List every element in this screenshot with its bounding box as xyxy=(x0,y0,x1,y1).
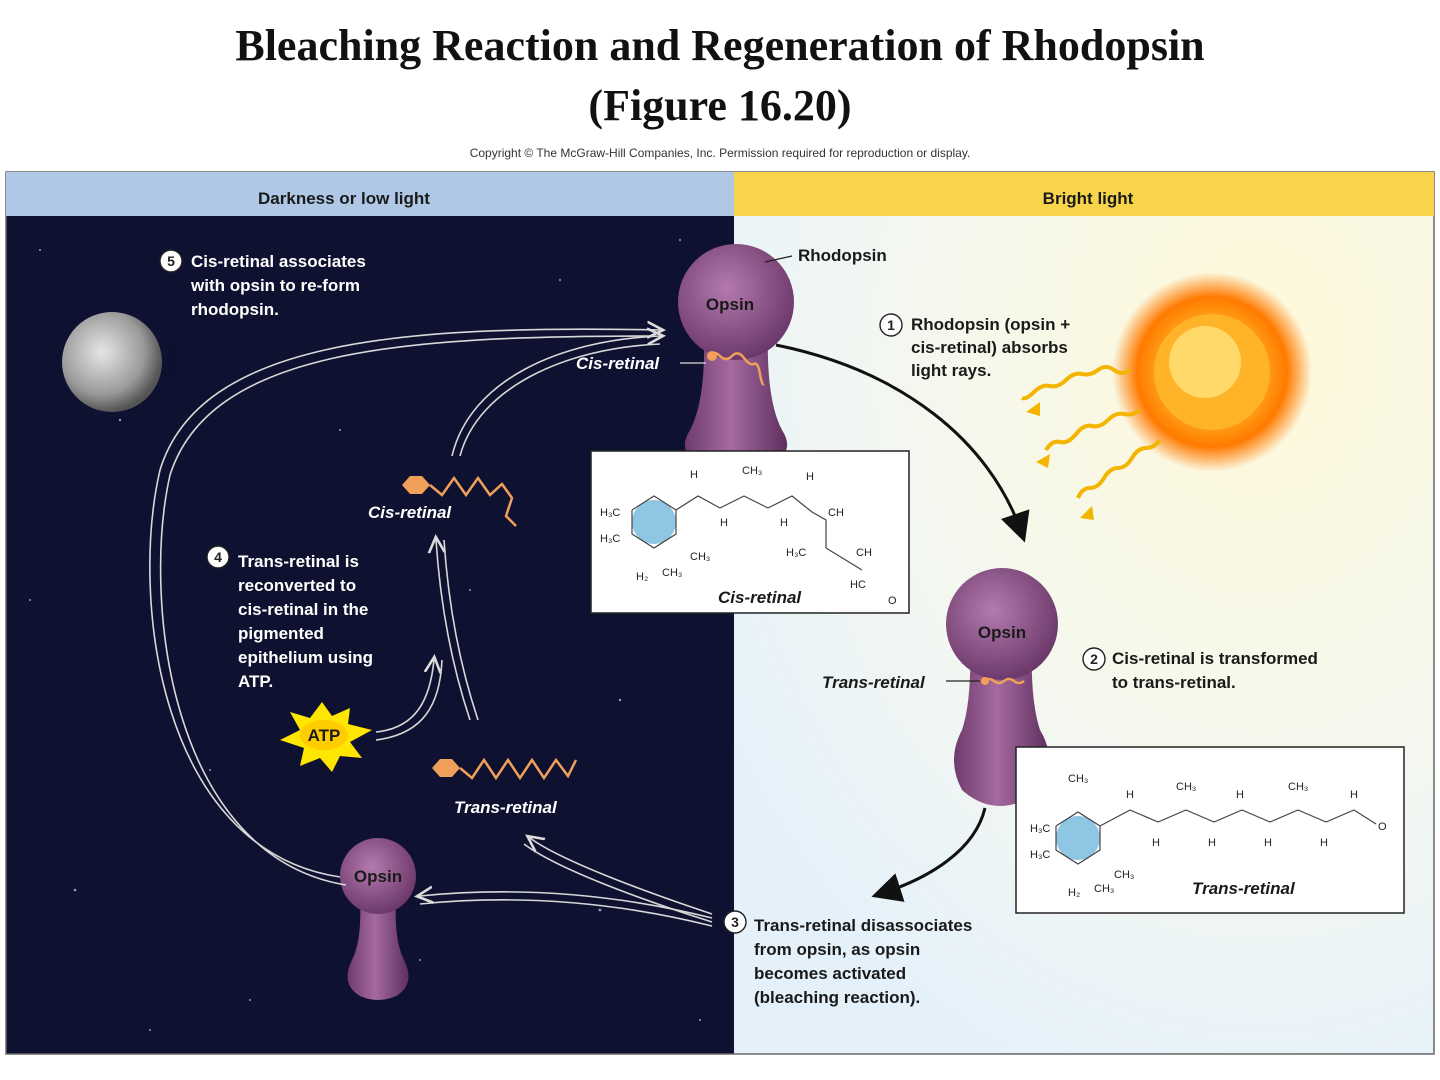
svg-text:H₃C: H₃C xyxy=(600,507,620,519)
step-3-line-1: Trans-retinal disassociates xyxy=(754,916,972,935)
opsin-label-middle: Opsin xyxy=(978,623,1026,642)
svg-text:H₃C: H₃C xyxy=(600,533,620,545)
cis-retinal-structure-box: H CH₃ H H₃C H₃C H H CH H₃C CH CH₃ CH₃ H₂… xyxy=(590,450,910,614)
svg-text:H: H xyxy=(1236,789,1244,801)
step-4: 4 Trans-retinal is reconverted to cis-re… xyxy=(206,545,373,691)
trans-retinal-label-dark: Trans-retinal xyxy=(454,798,558,817)
step-4-number: 4 xyxy=(214,549,222,565)
svg-text:H: H xyxy=(1208,837,1216,849)
svg-text:CH: CH xyxy=(828,507,844,519)
dark-header: Darkness or low light xyxy=(258,189,430,208)
step-2-line-2: to trans-retinal. xyxy=(1112,673,1236,692)
step-4-line-4: pigmented xyxy=(238,624,324,643)
svg-text:H: H xyxy=(1126,789,1134,801)
svg-text:HC: HC xyxy=(850,579,866,591)
svg-text:CH₃: CH₃ xyxy=(1068,773,1088,785)
svg-text:H₃C: H₃C xyxy=(1030,823,1050,835)
figure-number: (Figure 16.20) xyxy=(588,81,852,130)
step-3: 3 Trans-retinal disassociates from opsin… xyxy=(723,910,972,1007)
svg-text:H₂: H₂ xyxy=(636,571,648,583)
atp-burst: ATP xyxy=(280,702,372,772)
svg-text:H₂: H₂ xyxy=(1068,887,1080,899)
step-annotations: 1 Rhodopsin (opsin + cis-retinal) absorb… xyxy=(159,249,1318,1007)
svg-text:H: H xyxy=(720,517,728,529)
dark-header-bar xyxy=(6,172,734,216)
svg-text:H: H xyxy=(1320,837,1328,849)
step-3-number: 3 xyxy=(731,914,739,930)
svg-text:CH₃: CH₃ xyxy=(742,465,762,477)
rhodopsin-label: Rhodopsin xyxy=(798,246,887,265)
step-2-line-1: Cis-retinal is transformed xyxy=(1112,649,1318,668)
step-4-line-2: reconverted to xyxy=(238,576,356,595)
svg-text:H: H xyxy=(806,471,814,483)
svg-text:CH₃: CH₃ xyxy=(1114,869,1134,881)
step-4-line-5: epithelium using xyxy=(238,648,373,667)
atp-label: ATP xyxy=(308,726,341,745)
light-rays xyxy=(1021,365,1162,499)
svg-text:H₃C: H₃C xyxy=(1030,849,1050,861)
cis-retinal-molecule xyxy=(402,475,517,527)
cis-retinal-label-top: Cis-retinal xyxy=(576,354,660,373)
trans-retinal-molecule xyxy=(432,757,578,781)
cis-retinal-structure-label: Cis-retinal xyxy=(718,588,802,607)
step-1-number: 1 xyxy=(887,317,895,333)
step-5-number: 5 xyxy=(167,253,175,269)
svg-text:H: H xyxy=(690,469,698,481)
trans-retinal-structure-label: Trans-retinal xyxy=(1192,879,1296,898)
free-opsin: Opsin xyxy=(340,838,416,1000)
step-1-line-1: Rhodopsin (opsin + xyxy=(911,315,1070,334)
step-2: 2 Cis-retinal is transformed to trans-re… xyxy=(1082,647,1318,692)
stars xyxy=(29,239,701,1031)
opsin-label: Opsin xyxy=(706,295,754,314)
step-1-line-2: cis-retinal) absorbs xyxy=(911,338,1068,357)
arrow-step-3 xyxy=(871,807,987,902)
step-3-line-2: from opsin, as opsin xyxy=(754,940,920,959)
title: Bleaching Reaction and Regeneration of R… xyxy=(235,21,1205,70)
copyright-notice: Copyright © The McGraw-Hill Companies, I… xyxy=(469,146,971,160)
svg-text:CH₃: CH₃ xyxy=(662,567,682,579)
svg-text:O: O xyxy=(1378,821,1387,833)
svg-text:H: H xyxy=(1264,837,1272,849)
svg-text:O: O xyxy=(888,595,897,607)
step-3-line-3: becomes activated xyxy=(754,964,906,983)
svg-text:H: H xyxy=(1152,837,1160,849)
trans-retinal-label-middle: Trans-retinal xyxy=(822,673,926,692)
step-4-line-1: Trans-retinal is xyxy=(238,552,359,571)
arrow-step-1 xyxy=(775,343,1030,543)
step-5-line-3: rhodopsin. xyxy=(191,300,279,319)
opsin-label-bottom: Opsin xyxy=(354,867,402,886)
svg-text:CH₃: CH₃ xyxy=(1288,781,1308,793)
step-4-line-6: ATP. xyxy=(238,672,273,691)
svg-text:CH₃: CH₃ xyxy=(1176,781,1196,793)
svg-text:CH₃: CH₃ xyxy=(1094,883,1114,895)
step-3-line-4: (bleaching reaction). xyxy=(754,988,920,1007)
step-5-line-1: Cis-retinal associates xyxy=(191,252,366,271)
cis-retinal-label-dark: Cis-retinal xyxy=(368,503,452,522)
regeneration-arrows xyxy=(149,329,713,927)
rhodopsin-protein: Opsin xyxy=(678,244,794,462)
step-4-line-3: cis-retinal in the xyxy=(238,600,368,619)
moon-icon xyxy=(62,312,180,412)
svg-text:H: H xyxy=(1350,789,1358,801)
step-1: 1 Rhodopsin (opsin + cis-retinal) absorb… xyxy=(879,313,1070,380)
svg-text:CH: CH xyxy=(856,547,872,559)
sun-icon xyxy=(1112,272,1312,472)
step-5-line-2: with opsin to re-form xyxy=(190,276,360,295)
svg-text:H: H xyxy=(780,517,788,529)
bright-header: Bright light xyxy=(1043,189,1134,208)
svg-text:H₃C: H₃C xyxy=(786,547,806,559)
step-1-line-3: light rays. xyxy=(911,361,991,380)
step-5: 5 Cis-retinal associates with opsin to r… xyxy=(159,249,366,319)
svg-text:CH₃: CH₃ xyxy=(690,551,710,563)
trans-retinal-structure-box: CH₃ H CH₃ H CH₃ H O H H H H H₃C H₃C CH₃ … xyxy=(1015,746,1405,914)
step-2-number: 2 xyxy=(1090,651,1098,667)
bright-header-bar xyxy=(734,172,1434,216)
